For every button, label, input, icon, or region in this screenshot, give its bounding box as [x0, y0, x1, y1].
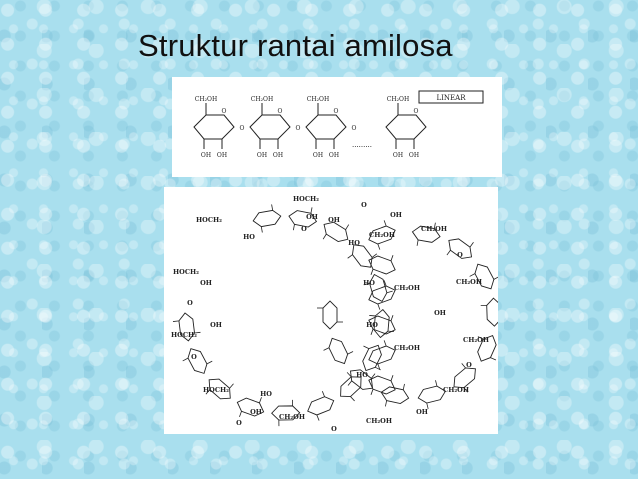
helix-substituent-label: CH₂OH [394, 344, 420, 352]
helix-glucose-unit [368, 255, 396, 275]
helix-substituent-label: CH₂OH [421, 225, 447, 233]
hydroxyl-label: OH [201, 152, 211, 159]
helix-substituent-label: O [236, 419, 242, 427]
helix-substituent-label: CH₂OH [394, 284, 420, 292]
helix-glucose-unit [347, 369, 376, 390]
helix-substituent-label: HOCH₂ [196, 216, 222, 224]
helix-glucose-unit [205, 378, 234, 400]
hydroxyl-label: OH [313, 152, 323, 159]
helix-substituent-label: OH [306, 213, 318, 221]
helix-substituent-label: OH [416, 408, 428, 416]
helix-substituent-label: CH₂OH [463, 336, 489, 344]
helix-substituent-label: CH₂OH [279, 413, 305, 421]
helix-substituent-label: HOCH₂ [171, 331, 197, 339]
glycosidic-oxygen-label: O [240, 125, 245, 132]
helix-substituent-label: O [466, 361, 472, 369]
linear-structure-figure: LINEAR CH₂OH O OH OH O CH₂OH O OH OH O CH₂OH O OH OH O… [172, 77, 502, 177]
slide-title: Struktur rantai amilosa [138, 28, 453, 63]
helix-substituent-label: HOCH₂ [293, 195, 319, 203]
helix-substituent-label: CH₂OH [443, 386, 469, 394]
helical-amylose-diagram: HOCH₂ HOCH₂ HOCH₂ HOCH₂ HOCH₂ CH₂OH CH₂OH CH₂OH… [171, 195, 498, 433]
helix-substituent-label: O [191, 353, 197, 361]
helix-glucose-unit [317, 300, 343, 330]
helix-substituent-label: OH [328, 216, 340, 224]
helix-glucose-unit [368, 280, 396, 310]
helix-ring-units: HOCH₂ HOCH₂ HOCH₂ HOCH₂ HOCH₂ CH₂OH CH₂OH CH₂OH… [171, 195, 498, 433]
helix-substituent-label: HOCH₂ [173, 268, 199, 276]
helix-glucose-unit [380, 383, 410, 407]
helix-substituent-label: HO [356, 371, 368, 379]
linear-label: LINEAR [437, 94, 467, 102]
helix-glucose-unit [368, 375, 396, 395]
ring-oxygen-label: O [414, 108, 419, 115]
helix-substituent-label: CH₂OH [456, 278, 482, 286]
hydroxyl-label: OH [329, 152, 339, 159]
helix-glucose-unit [453, 363, 476, 393]
glucose-unit: CH₂OH O OH OH O [193, 96, 245, 159]
helix-glucose-unit [307, 391, 335, 421]
hydroxyl-label: OH [393, 152, 403, 159]
helix-glucose-unit [446, 238, 474, 259]
ch2oh-label: CH₂OH [251, 96, 273, 103]
helix-glucose-unit [363, 273, 393, 303]
hydroxyl-label: OH [409, 152, 419, 159]
helix-substituent-label: HOCH₂ [203, 386, 229, 394]
linear-label-box [418, 90, 484, 104]
helix-substituent-label: HO [243, 233, 255, 241]
helix-substituent-label: O [331, 425, 337, 433]
helix-substituent-label: CH₂OH [369, 231, 395, 239]
linear-amylose-diagram: LINEAR CH₂OH O OH OH O CH₂OH O OH OH O CH₂OH O OH OH O… [193, 90, 484, 159]
helix-glucose-unit [477, 334, 497, 362]
helix-substituent-label: HO [348, 239, 360, 247]
glucose-ring-units: CH₂OH O OH OH O CH₂OH O OH OH O CH₂OH O OH OH O CH₂OH O O… [193, 96, 427, 159]
helix-glucose-unit [368, 340, 396, 370]
helix-substituent-label: HO [363, 279, 375, 287]
helix-glucose-unit [411, 222, 441, 246]
helix-glucose-unit [271, 399, 301, 427]
helix-substituent-label: OH [434, 309, 446, 317]
helix-glucose-unit [252, 204, 282, 233]
ring-oxygen-label: O [278, 108, 283, 115]
helix-substituent-label: OH [250, 408, 262, 416]
helix-substituent-label: HO [366, 321, 378, 329]
chain-continuation: ......... [352, 141, 372, 149]
glycosidic-oxygen-label: O [352, 125, 357, 132]
helix-glucose-unit [417, 380, 447, 409]
hydroxyl-label: OH [217, 152, 227, 159]
helix-substituent-label: OH [200, 279, 212, 287]
helix-substituent-label: O [187, 299, 193, 307]
helix-glucose-unit [288, 207, 318, 231]
glycosidic-oxygen-label: O [296, 125, 301, 132]
helix-substituent-label: O [301, 225, 307, 233]
helix-glucose-unit [182, 348, 213, 374]
hydroxyl-label: OH [273, 152, 283, 159]
helix-glucose-unit [469, 263, 498, 290]
helix-substituent-label: O [457, 251, 463, 259]
ch2oh-label: CH₂OH [307, 96, 329, 103]
helix-structure-figure: HOCH₂ HOCH₂ HOCH₂ HOCH₂ HOCH₂ CH₂OH CH₂OH CH₂OH… [164, 187, 498, 434]
helix-glucose-unit [236, 397, 265, 418]
helix-substituent-label: OH [390, 211, 402, 219]
helix-glucose-unit [172, 312, 201, 342]
helix-glucose-unit [368, 315, 396, 335]
helix-glucose-unit [480, 297, 498, 327]
ring-oxygen-label: O [334, 108, 339, 115]
helix-glucose-unit [323, 337, 354, 365]
helix-glucose-unit [368, 220, 396, 250]
helix-substituent-label: O [361, 201, 367, 209]
helix-substituent-label: OH [210, 321, 222, 329]
ch2oh-label: CH₂OH [387, 96, 409, 103]
glucose-unit: CH₂OH O OH OH O [305, 96, 357, 159]
glucose-unit: CH₂OH O OH OH O [249, 96, 301, 159]
helix-substituent-label: HO [260, 390, 272, 398]
ring-oxygen-label: O [222, 108, 227, 115]
helix-glucose-unit [347, 244, 378, 268]
helix-substituent-label: CH₂OH [366, 417, 392, 425]
hydroxyl-label: OH [257, 152, 267, 159]
helix-glucose-unit [322, 221, 350, 243]
glucose-unit: CH₂OH O OH OH [385, 96, 427, 159]
ch2oh-label: CH₂OH [195, 96, 217, 103]
